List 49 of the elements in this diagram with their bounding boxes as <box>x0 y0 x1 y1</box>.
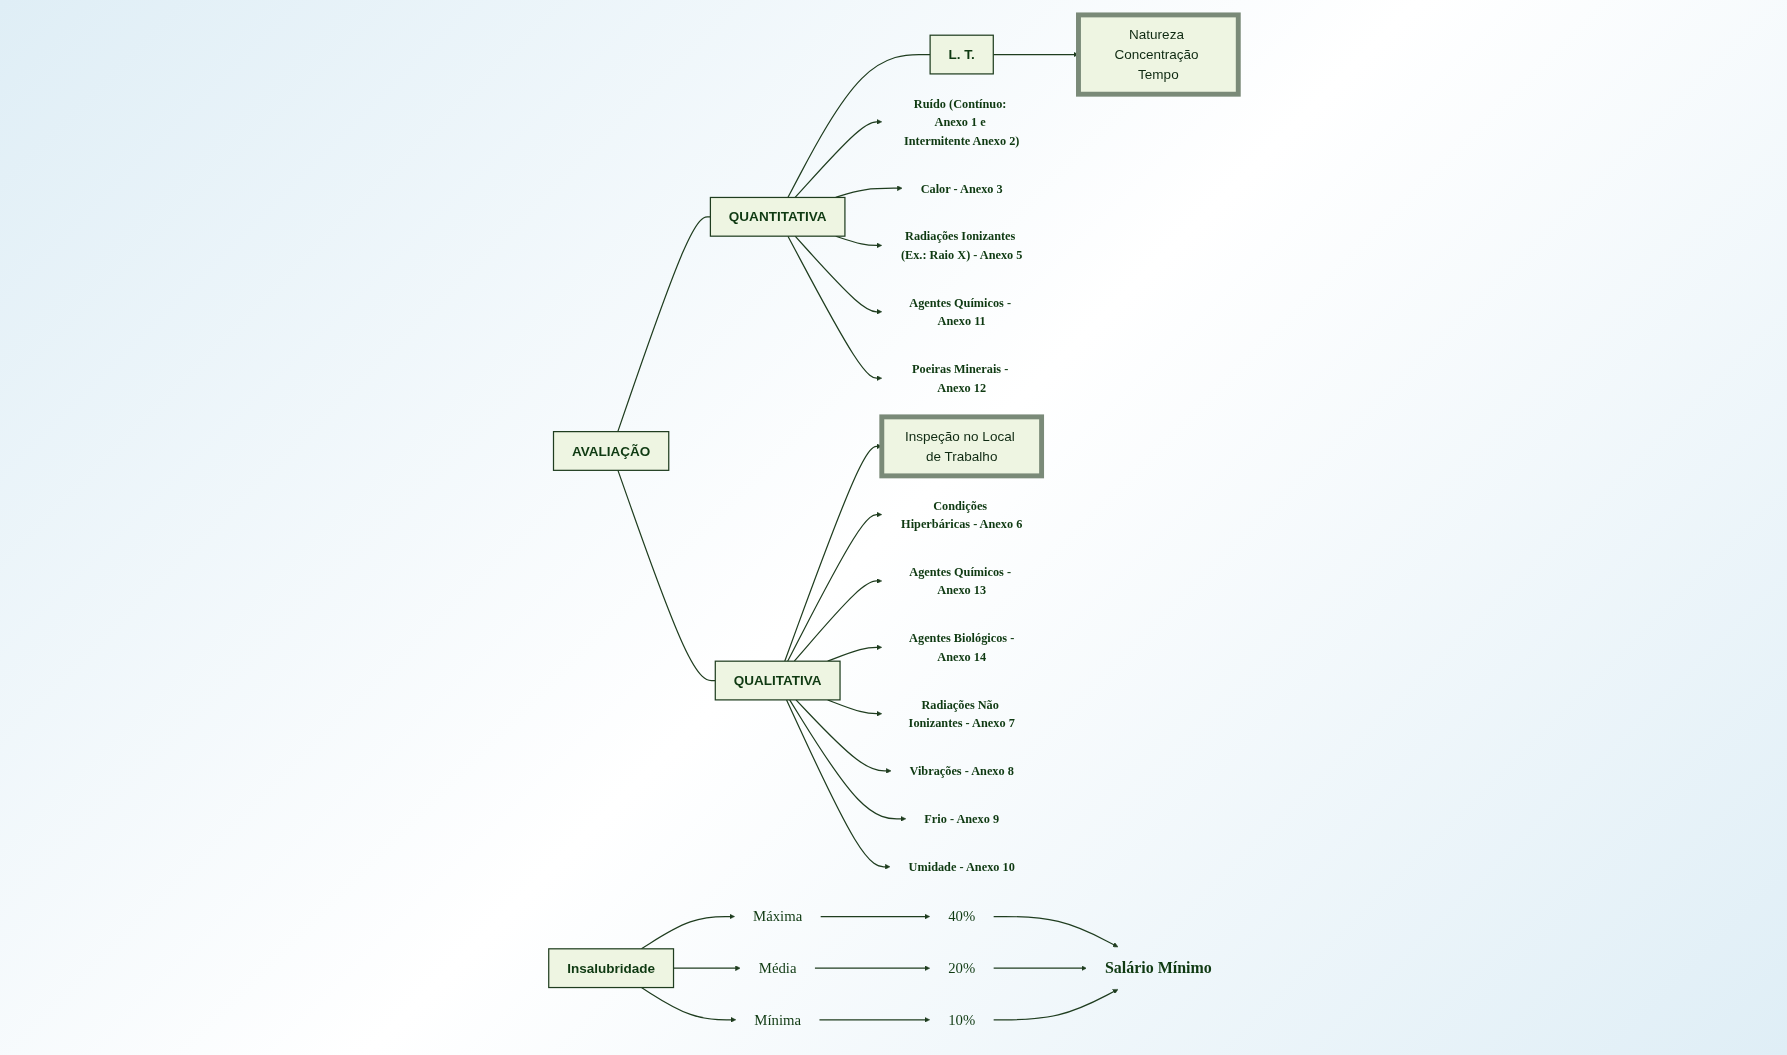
node-text: Mínima <box>754 1011 802 1028</box>
node-box: L. T. <box>929 34 994 75</box>
node-text: Máxima <box>753 908 803 925</box>
node-text: Salário Mínimo <box>1104 959 1212 978</box>
node-text: Agentes Químicos - Anexo 11 <box>909 295 1012 328</box>
arrow <box>787 235 883 381</box>
arrow <box>827 699 883 717</box>
node-text: Média <box>758 960 797 977</box>
node-text: Agentes Químicos - Anexo 13 <box>909 564 1012 597</box>
node-text: 10% <box>948 1011 976 1028</box>
arrow <box>827 644 883 662</box>
arrow <box>787 511 883 662</box>
arrow <box>784 443 883 662</box>
arrow <box>785 699 891 870</box>
node-text: Agentes Biológicos -Anexo 14 <box>909 631 1015 664</box>
arrow <box>640 913 735 950</box>
node-text: 40% <box>948 908 976 925</box>
node-text: Frio - Anexo 9 <box>924 812 1000 826</box>
node-text: Umidade - Anexo 10 <box>908 860 1015 874</box>
node-box: Natureza Concentração Tempo <box>1076 12 1241 97</box>
arrow <box>993 965 1087 971</box>
node-box: Inspeção no Local de Trabalho <box>879 414 1045 479</box>
connector <box>617 469 716 682</box>
node-box: QUANTITATIVA <box>709 196 846 237</box>
arrow <box>820 913 930 920</box>
arrow <box>794 119 883 199</box>
arrow <box>795 699 892 774</box>
arrow <box>640 986 737 1023</box>
connector <box>787 53 931 199</box>
node-text: Poeiras Minerais - Anexo 12 <box>912 362 1009 395</box>
arrow <box>789 699 907 822</box>
node-text: Radiações Ionizantes (Ex.: Raio X) - Anexo 5 <box>900 229 1023 262</box>
arrow <box>818 1017 930 1023</box>
node-text: Radiações Não Ionizantes - Anexo 7 <box>908 697 1015 730</box>
arrow <box>835 185 903 199</box>
node-box: QUALITATIVA <box>714 660 841 701</box>
node-text: Vibrações - Anexo 8 <box>909 764 1014 778</box>
node-box: AVALIAÇÃO <box>552 431 670 471</box>
node-text: Ruído (Contínuo: Anexo 1 e Intermitente Anexo 2) <box>904 96 1020 148</box>
node-box: Insalubridade <box>548 948 675 989</box>
connector <box>617 216 711 433</box>
arrow <box>793 578 883 662</box>
node-text: Calor - Anexo 3 <box>920 181 1003 195</box>
arrow <box>993 915 1119 948</box>
node-text: Condições Hiperbáricas - Anexo 6 <box>901 498 1023 531</box>
node-text: 20% <box>948 960 976 977</box>
arrow <box>993 989 1119 1021</box>
arrow <box>794 235 883 315</box>
arrow <box>814 965 930 971</box>
